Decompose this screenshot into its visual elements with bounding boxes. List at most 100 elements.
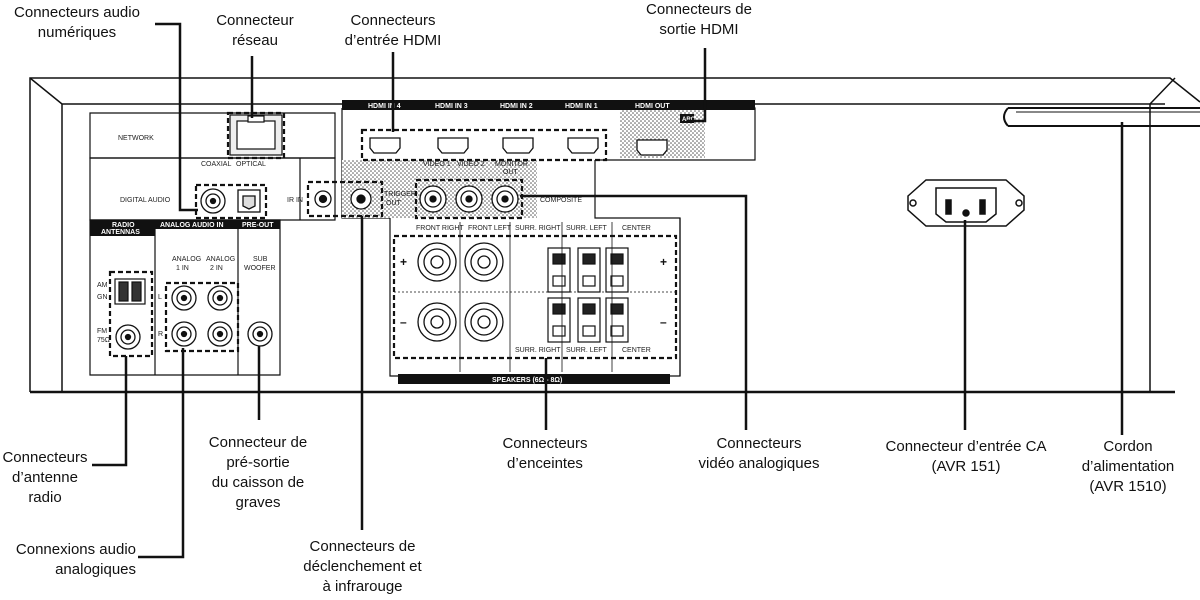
analog-rca-icons	[171, 285, 273, 347]
hdmi-in-3-port-icon	[437, 137, 469, 154]
callout-trigger-ir-connectors: Connecteurs de déclenchement et à infrar…	[290, 537, 435, 597]
hdmi-in-3-label: HDMI IN 3	[435, 103, 468, 110]
monitor-out-jack-icon	[491, 185, 519, 213]
fm-antenna-jack-icon	[115, 324, 141, 350]
callout-speaker-connectors: Connecteurs d’enceintes	[485, 434, 605, 474]
surr-right-bottom-label: SURR. RIGHT	[515, 347, 561, 354]
analog-audio-in-label: ANALOG AUDIO IN	[160, 222, 224, 229]
callout-analog-video-line-1: Connecteurs	[716, 435, 802, 452]
pre-out-label: PRE-OUT	[242, 222, 274, 229]
hdmi-out-port-icon	[636, 139, 668, 156]
ir-in-jack-icon	[314, 190, 332, 208]
analog-2-in-label-1: ANALOG	[206, 256, 235, 263]
callout-trigger-ir-line-3: à infrarouge	[322, 578, 403, 595]
hdmi-in-header-bar	[342, 100, 620, 110]
power-cord-icon	[1003, 107, 1200, 127]
sub-woofer-label-2: WOOFER	[244, 265, 276, 272]
callout-speakers-line-1: Connecteurs	[502, 435, 588, 452]
optical-jack-icon	[237, 189, 261, 213]
fm-label-1: FM	[97, 328, 107, 335]
coaxial-jack-icon	[200, 188, 226, 214]
trigger-ir-dashed-box	[306, 180, 384, 218]
callout-radio-antenna-connectors: Connecteurs d’antenne radio	[0, 448, 90, 508]
callout-analog-audio-line-2: analogiques	[55, 561, 136, 578]
center-label: CENTER	[622, 225, 651, 232]
dashed-callout-boxes	[108, 111, 678, 360]
speakers-bar	[398, 374, 670, 384]
video-1-label: VIDEO 1	[423, 161, 451, 168]
hdmi-in-2-label: HDMI IN 2	[500, 103, 533, 110]
optical-label: OPTICAL	[236, 161, 266, 168]
callout-analog-audio-connections: Connexions audio analogiques	[0, 540, 136, 580]
arc-badge	[680, 114, 694, 123]
hdmi-in-dashed-box	[360, 128, 608, 162]
digital-audio-leader	[155, 22, 198, 212]
gn-label: GN	[97, 294, 108, 301]
callout-hdmi-in-line-2: d’entrée HDMI	[344, 32, 442, 49]
monitor-out-label-1: MONITOR	[495, 161, 528, 168]
speakers-bar-label: SPEAKERS (6Ω - 8Ω)	[492, 377, 562, 384]
trigger-out-label-1: TRIGGER	[384, 191, 416, 198]
network-dashed-box	[226, 111, 286, 160]
monitor-out-label-2: OUT	[503, 169, 519, 176]
hdmi-in-4-label: HDMI IN 4	[368, 103, 401, 110]
hdmi-out-header-bar	[620, 100, 755, 110]
callout-subwoofer-preout-connector: Connecteur de pré-sortie du caisson de g…	[188, 433, 328, 513]
hdmi-port-icons	[369, 137, 668, 156]
am-antenna-terminal-icon	[114, 278, 146, 305]
callout-radio-line-1: Connecteurs	[2, 449, 88, 466]
callout-analog-audio-line-1: Connexions audio	[15, 541, 136, 558]
trigger-out-jack-icon	[350, 188, 372, 210]
analog-2-right-jack-icon	[207, 321, 233, 347]
callout-digital-audio-line-1: Connecteurs audio	[14, 4, 140, 21]
callout-trigger-ir-line-2: déclenchement et	[303, 558, 422, 575]
center-bottom-label: CENTER	[622, 347, 651, 354]
front-right-label: FRONT RIGHT	[416, 225, 464, 232]
hdmi-in-1-port-icon	[567, 137, 599, 154]
callout-hdmi-in-line-1: Connecteurs	[350, 12, 436, 29]
callout-network-line-2: réseau	[232, 32, 278, 49]
callout-network-connector: Connecteur réseau	[200, 11, 310, 51]
speakers-dashed-box	[392, 234, 678, 360]
callout-hdmi-output-connectors: Connecteurs de sortie HDMI	[636, 0, 762, 40]
callout-hdmi-out-line-2: sortie HDMI	[659, 21, 739, 38]
callout-radio-line-2: d’antenne	[12, 469, 78, 486]
callout-power-cord-line-3: (AVR 1510)	[1089, 478, 1167, 495]
surr-left-label: SURR. LEFT	[566, 225, 608, 232]
radio-antennas-label-1: RADIO	[112, 222, 135, 229]
ac-input-socket-icon	[907, 179, 1025, 227]
digital-audio-label: DIGITAL AUDIO	[120, 197, 171, 204]
composite-label: COMPOSITE	[540, 197, 582, 204]
trigger-out-label-2: OUT	[386, 200, 402, 207]
callout-sub-preout-line-1: Connecteur de	[208, 434, 308, 451]
callout-hdmi-input-connectors: Connecteurs d’entrée HDMI	[330, 11, 456, 51]
radio-header-bar	[90, 220, 155, 236]
callout-ac-input-line-1: Connecteur d’entrée CA	[885, 438, 1047, 455]
callout-power-cord-line-2: d’alimentation	[1081, 458, 1175, 475]
callout-speakers-line-2: d’enceintes	[507, 455, 583, 472]
digital-audio-dashed-box	[194, 183, 268, 220]
right-channel-label: R	[158, 331, 163, 338]
analog-1-right-jack-icon	[171, 321, 197, 347]
callout-sub-preout-line-3: du caisson de graves	[211, 474, 305, 511]
callout-sub-preout-line-2: pré-sortie	[226, 454, 290, 471]
hdmi-in-4-port-icon	[369, 137, 401, 154]
radio-antennas-label-2: ANTENNAS	[101, 229, 140, 236]
analog-2-in-label-2: 2 IN	[210, 265, 223, 272]
minus-left-label: –	[400, 315, 407, 329]
sub-woofer-label-1: SUB	[253, 256, 268, 263]
hdmi-in-2-port-icon	[502, 137, 534, 154]
callout-ac-input-line-2: (AVR 151)	[931, 458, 1001, 475]
plus-right-label: +	[660, 255, 667, 269]
analog-1-left-jack-icon	[171, 285, 197, 311]
network-label: NETWORK	[118, 135, 154, 142]
plus-left-label: +	[400, 255, 407, 269]
surr-right-label: SURR. RIGHT	[515, 225, 561, 232]
callout-analog-video-connectors: Connecteurs vidéo analogiques	[684, 434, 834, 474]
analog-audio-leader	[138, 348, 185, 559]
leader-lines	[92, 22, 1124, 559]
callout-trigger-ir-line-1: Connecteurs de	[309, 538, 416, 555]
subwoofer-jack-icon	[247, 321, 273, 347]
left-channel-label: L	[158, 294, 162, 301]
callout-ac-input-connector: Connecteur d’entrée CA (AVR 151)	[878, 437, 1054, 477]
